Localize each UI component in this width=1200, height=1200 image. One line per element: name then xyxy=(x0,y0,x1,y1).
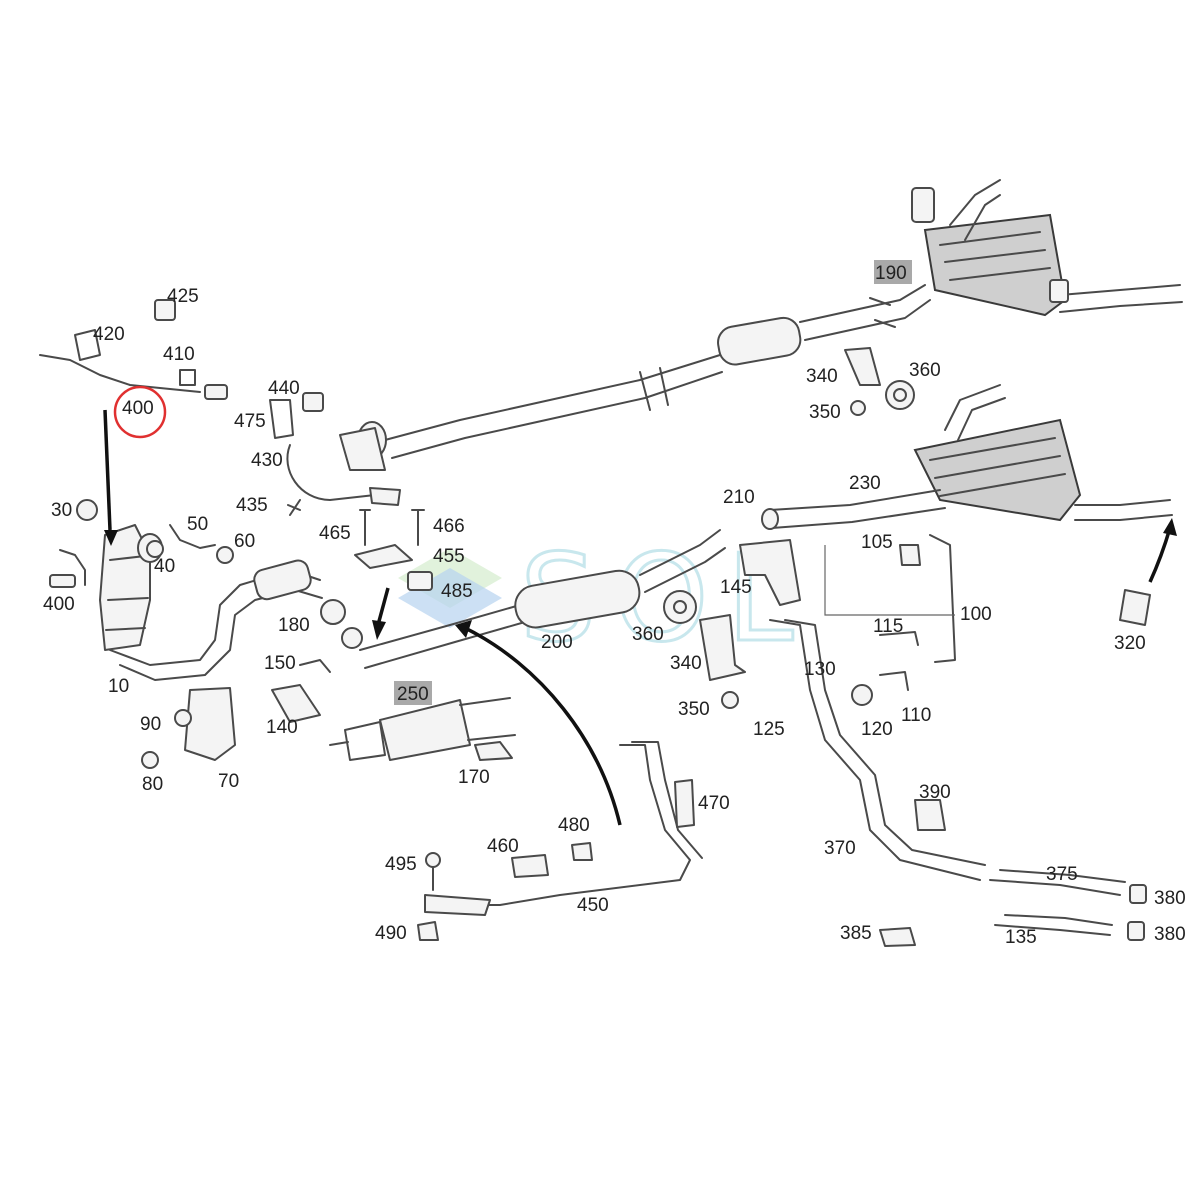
rear-muffler-assembly xyxy=(761,384,1173,530)
callout-80: 80 xyxy=(142,774,163,795)
callout-140: 140 xyxy=(266,717,298,738)
callout-70: 70 xyxy=(218,771,239,792)
callout-485: 485 xyxy=(441,581,473,602)
callout-135: 135 xyxy=(1005,927,1037,948)
callout-210: 210 xyxy=(723,487,755,508)
callout-425: 425 xyxy=(167,286,199,307)
callout-370: 370 xyxy=(824,838,856,859)
hardware-parts xyxy=(39,299,1151,947)
callout-430: 430 xyxy=(251,450,283,471)
callout-120: 120 xyxy=(861,719,893,740)
callout-250: 250 xyxy=(397,684,429,705)
callout-440: 440 xyxy=(268,378,300,399)
arrow-sensor-to-cat xyxy=(103,409,112,531)
callout-470: 470 xyxy=(698,793,730,814)
callout-435: 435 xyxy=(236,495,268,516)
callout-200: 200 xyxy=(541,632,573,653)
callout-495: 495 xyxy=(385,854,417,875)
callout-30: 30 xyxy=(51,500,72,521)
callout-150: 150 xyxy=(264,653,296,674)
callout-466: 466 xyxy=(433,516,465,537)
callout-340-upper: 340 xyxy=(806,366,838,387)
callout-110: 110 xyxy=(901,705,931,726)
callout-400: 400 xyxy=(43,594,75,615)
callout-145: 145 xyxy=(720,577,752,598)
callout-350-upper: 350 xyxy=(809,402,841,423)
callout-380-upper: 380 xyxy=(1154,888,1186,909)
front-pipe-assembly xyxy=(76,499,323,681)
center-exhaust-pipe xyxy=(359,529,726,669)
callout-40: 40 xyxy=(154,556,175,577)
callout-115: 115 xyxy=(873,616,903,637)
callout-box-250 xyxy=(394,681,432,705)
diesel-particulate-filter xyxy=(329,697,516,761)
callout-10: 10 xyxy=(108,676,129,697)
callout-380-lower: 380 xyxy=(1154,924,1186,945)
callout-180: 180 xyxy=(278,615,310,636)
callout-360-middle: 360 xyxy=(632,624,664,645)
callout-385: 385 xyxy=(840,923,872,944)
callout-420: 420 xyxy=(93,324,125,345)
callout-190: 190 xyxy=(875,263,907,284)
arrow-320-to-muffler xyxy=(1148,527,1172,583)
callout-320: 320 xyxy=(1114,633,1146,654)
leader-100 xyxy=(824,545,955,616)
callout-475: 475 xyxy=(234,411,266,432)
callout-340-lower: 340 xyxy=(670,653,702,674)
assembly-arrows xyxy=(103,409,1177,826)
callout-350-lower: 350 xyxy=(678,699,710,720)
callout-360-upper: 360 xyxy=(909,360,941,381)
rear-exhaust-pipe-assembly xyxy=(339,179,1183,471)
callout-480: 480 xyxy=(558,815,590,836)
callout-460: 460 xyxy=(487,836,519,857)
callout-105: 105 xyxy=(861,532,893,553)
callout-450: 450 xyxy=(577,895,609,916)
callout-410: 410 xyxy=(163,344,195,365)
callout-90: 90 xyxy=(140,714,161,735)
callout-390: 390 xyxy=(919,782,951,803)
arrow-450-to-pipe xyxy=(464,626,622,826)
callout-455: 455 xyxy=(433,546,465,567)
callout-400-highlighted: 400 xyxy=(122,398,154,419)
arrow-455-to-pipe xyxy=(376,587,390,626)
callout-125: 125 xyxy=(753,719,785,740)
callout-465: 465 xyxy=(319,523,351,544)
callout-labels: 425 420 410 400 440 475 430 435 465 466 … xyxy=(43,263,1186,948)
callout-50: 50 xyxy=(187,514,208,535)
callout-130: 130 xyxy=(804,659,836,680)
callout-170: 170 xyxy=(458,767,490,788)
highlight-circle xyxy=(113,385,167,439)
callout-230: 230 xyxy=(849,473,881,494)
callout-375: 375 xyxy=(1046,864,1078,885)
callout-490: 490 xyxy=(375,923,407,944)
callout-60: 60 xyxy=(234,531,255,552)
callout-box-190 xyxy=(874,260,912,284)
callout-100: 100 xyxy=(960,604,992,625)
